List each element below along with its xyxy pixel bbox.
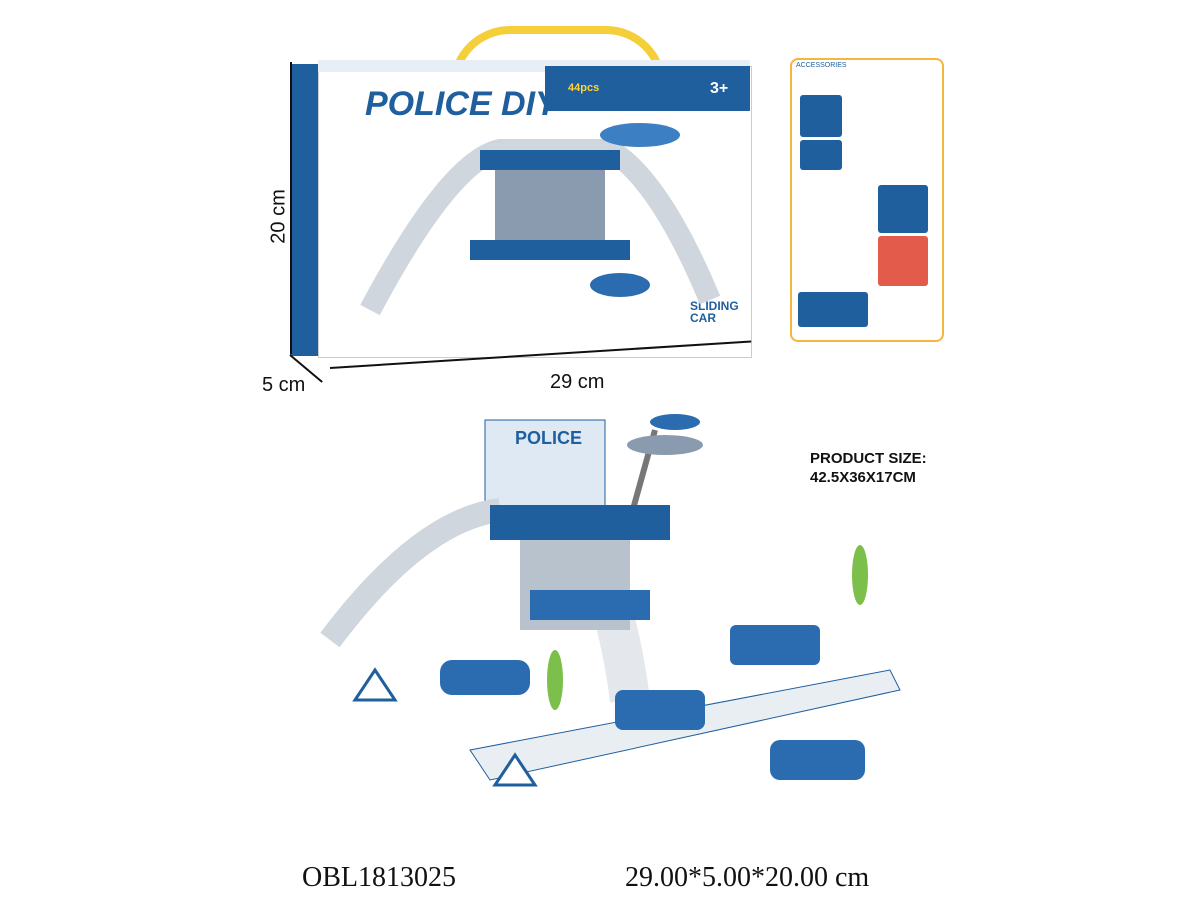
road-tile xyxy=(800,95,842,137)
box-logo: POLICE DIY xyxy=(365,85,558,123)
playset-photo: POLICE xyxy=(320,414,901,787)
road-tile xyxy=(800,140,842,170)
vehicles xyxy=(798,292,868,327)
box-playset-illustration xyxy=(360,123,721,316)
piece-count: 44pcs xyxy=(568,82,600,94)
accessories-title: ACCESSORIES xyxy=(796,62,847,69)
height-label: 20 cm xyxy=(267,189,290,244)
age-label: 3+ xyxy=(710,80,729,97)
package-size: 29.00*5.00*20.00 cm xyxy=(625,862,870,893)
product-size: PRODUCT SIZE: 42.5X36X17CM xyxy=(810,449,927,487)
box-side xyxy=(290,64,320,356)
height-line xyxy=(290,62,292,354)
parking-sheet xyxy=(878,185,928,233)
depth-label: 5 cm xyxy=(262,374,306,396)
sign-sheet xyxy=(878,236,928,286)
item-code: OBL1813025 xyxy=(302,862,456,893)
width-label: 29 cm xyxy=(550,371,605,393)
svg-text:POLICE: POLICE xyxy=(515,428,582,448)
box-band xyxy=(545,66,750,111)
product-size-label: PRODUCT SIZE: xyxy=(810,450,927,467)
product-size-value: 42.5X36X17CM xyxy=(810,469,916,486)
